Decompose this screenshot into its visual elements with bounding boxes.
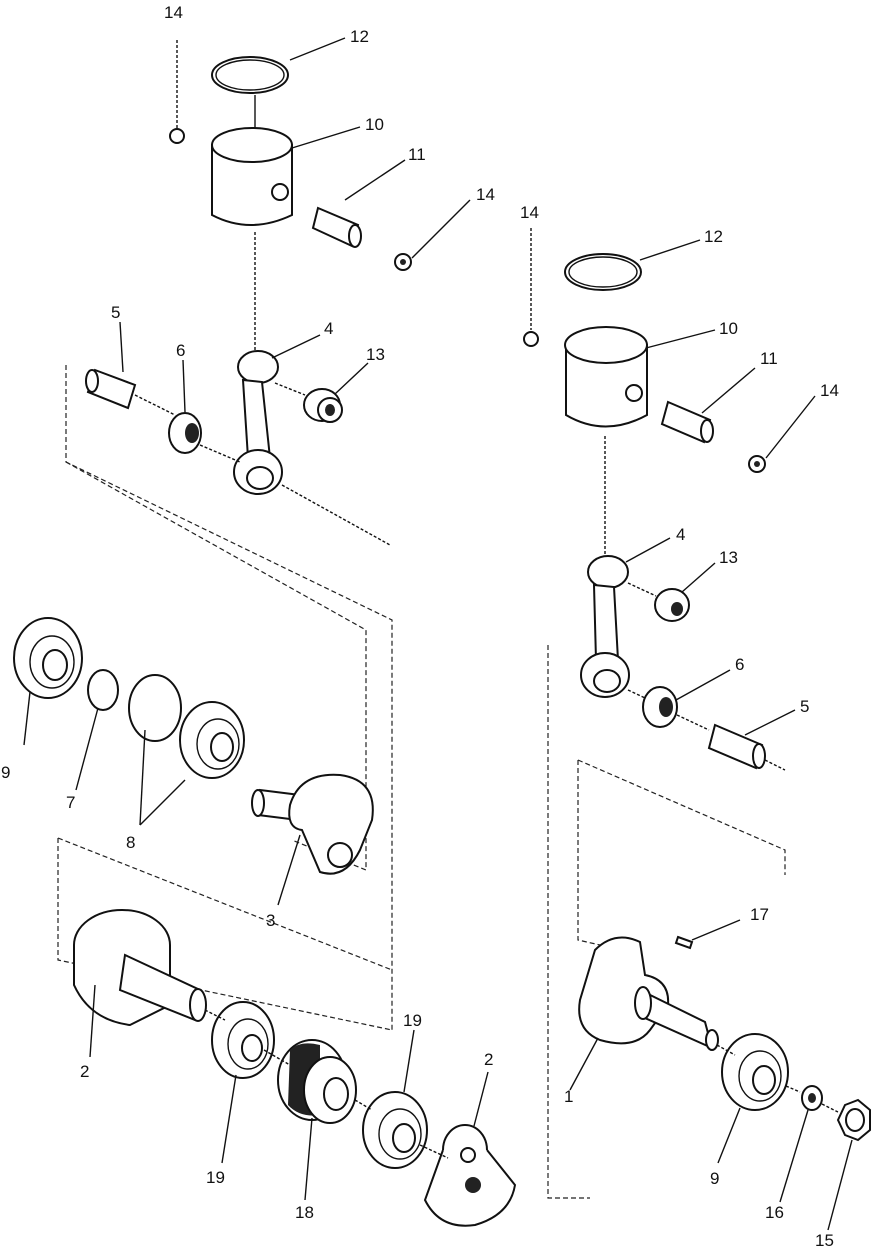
circlip-14-left-a [169, 128, 185, 144]
piston-assembly-right [523, 228, 766, 555]
callout-11: 11 [760, 349, 778, 368]
callout-19: 19 [206, 1168, 225, 1187]
connecting-rod-group-right [580, 555, 786, 771]
callout-9: 9 [710, 1169, 719, 1188]
callout-14: 14 [476, 185, 495, 204]
left-main-bearing-group [13, 617, 374, 875]
frame-right-mid-top [577, 759, 786, 875]
frame-lower-left-top [57, 837, 393, 971]
bearing-6-left [168, 412, 202, 454]
callout-10: 10 [719, 319, 738, 338]
circlip-14-right-a [523, 331, 539, 347]
callout-10: 10 [365, 115, 384, 134]
piston-ring-12-right [564, 253, 642, 291]
bearing-8 [179, 701, 245, 779]
callout-5: 5 [111, 303, 120, 322]
callout-2: 2 [484, 1050, 493, 1069]
frame-right-mid [577, 760, 601, 946]
crank-pin-5-left [85, 368, 137, 410]
callout-5: 5 [800, 697, 809, 716]
callout-2: 2 [80, 1062, 89, 1081]
needle-bearing-13-right [654, 588, 690, 622]
crank-pin-5-right [707, 723, 766, 770]
callout-9: 9 [1, 763, 10, 782]
frame-right-upper [547, 645, 590, 1199]
callout-6: 6 [735, 655, 744, 674]
callout-3: 3 [266, 911, 275, 930]
callout-14: 14 [164, 3, 183, 22]
piston-10-right [565, 344, 648, 428]
right-crank-group [578, 935, 871, 1142]
connecting-rod-group-left [85, 350, 391, 546]
callout-7: 7 [66, 793, 75, 812]
crank-half-3 [251, 773, 374, 875]
piston-assembly-left [169, 40, 412, 350]
ring-7 [87, 669, 119, 711]
reference-frames [57, 365, 786, 1199]
bearing-19-left [211, 1001, 275, 1079]
bearing-6-right [642, 686, 678, 728]
frame-lower-left [57, 838, 393, 1031]
key-17 [674, 935, 694, 950]
callout-18: 18 [295, 1203, 314, 1222]
callout-13: 13 [719, 548, 738, 567]
callout-1: 1 [564, 1087, 573, 1106]
needle-bearing-13-left [303, 388, 343, 423]
callout-12: 12 [704, 227, 723, 246]
callout-14: 14 [820, 381, 839, 400]
connecting-rod-4-left [233, 350, 283, 495]
piston-10-left [211, 144, 293, 226]
frame-mid-left [65, 461, 367, 871]
seal-18 [277, 1039, 357, 1124]
connecting-rod-4-right [580, 555, 630, 698]
bearing-9-left [13, 617, 83, 699]
lower-crank-group [73, 909, 517, 1227]
leader-lines [23, 37, 853, 1231]
callout-6: 6 [176, 341, 185, 360]
callout-11: 11 [408, 145, 426, 164]
callout-19: 19 [403, 1011, 422, 1030]
crank-half-2-left [73, 909, 207, 1027]
callout-13: 13 [366, 345, 385, 364]
callout-4: 4 [324, 319, 333, 338]
piston-pin-11-right [660, 400, 714, 444]
piston-pin-11-left [311, 206, 362, 248]
crank-half-2-right [423, 1124, 517, 1227]
callout-15: 15 [815, 1231, 834, 1250]
crank-half-1 [578, 936, 719, 1051]
bearing-9-right [721, 1033, 789, 1111]
callout-14: 14 [520, 203, 539, 222]
ring-8 [128, 674, 182, 742]
piston-ring-12-left [211, 56, 289, 94]
callout-16: 16 [765, 1203, 784, 1222]
callouts: 14 12 10 11 14 5 6 4 13 14 12 10 11 14 4… [1, 3, 839, 1250]
callout-4: 4 [676, 525, 685, 544]
bearing-19-right [362, 1091, 428, 1169]
frame-upper-left [65, 365, 393, 1030]
callout-8: 8 [126, 833, 135, 852]
callout-12: 12 [350, 27, 369, 46]
callout-17: 17 [750, 905, 769, 924]
nut-15 [836, 1098, 871, 1142]
